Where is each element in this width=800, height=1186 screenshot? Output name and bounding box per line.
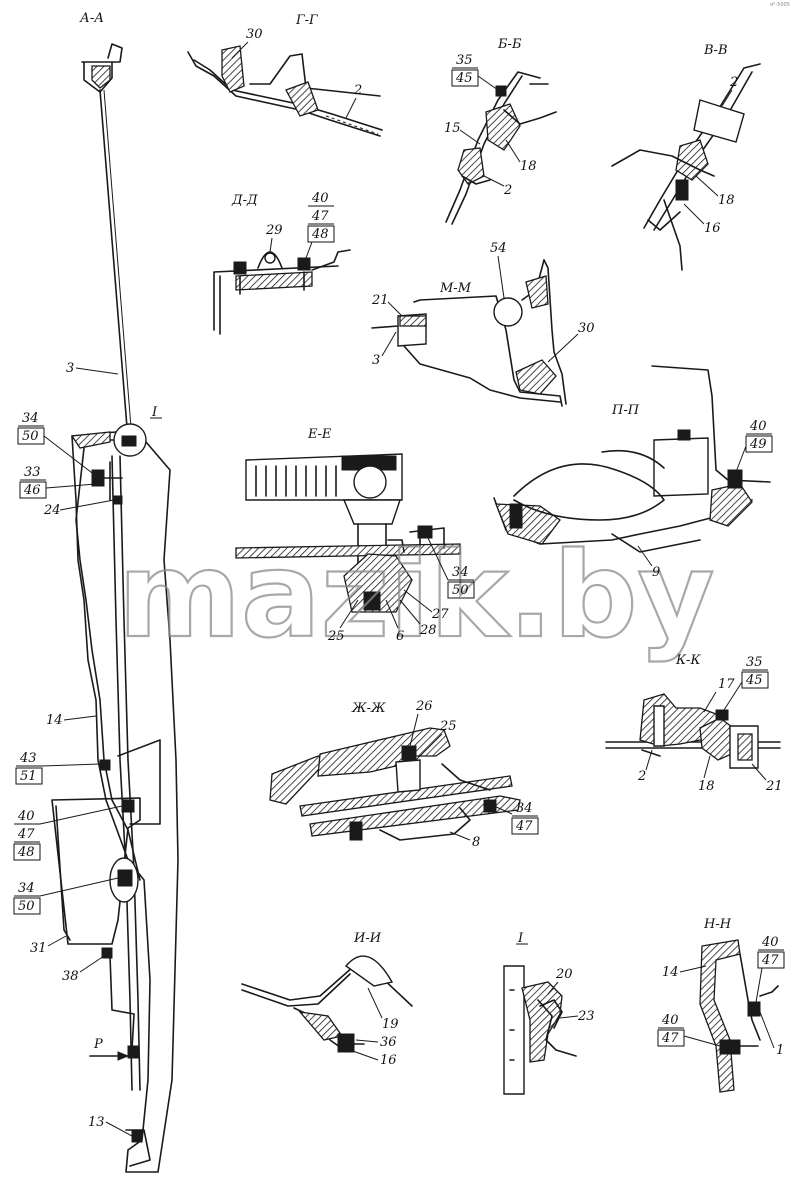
label-part-29: 29 xyxy=(265,223,283,238)
title-zh-zh: Ж-Ж xyxy=(351,701,386,716)
label-part-17: 17 xyxy=(718,677,735,692)
title-p-p: П-П xyxy=(611,403,640,418)
title-m-m: М-М xyxy=(439,281,472,296)
title-a-a: А-А xyxy=(79,11,104,26)
label-part-2: 2 xyxy=(503,183,512,198)
label-part-47: 47 xyxy=(515,819,533,834)
label-part-25: 25 xyxy=(327,629,345,644)
label-part-50: 50 xyxy=(22,429,39,444)
label-part-51: 51 xyxy=(20,769,37,784)
title-d-d: Д-Д xyxy=(231,193,258,208)
label-part-40: 40 xyxy=(761,935,779,950)
section-e-e xyxy=(235,453,461,613)
section-k-k xyxy=(605,693,781,769)
label-part-16: 16 xyxy=(380,1053,397,1068)
label-part-2: 2 xyxy=(353,83,362,98)
label-part-9: 9 xyxy=(652,565,660,580)
label-part-14: 14 xyxy=(46,713,63,728)
label-part-47: 47 xyxy=(761,953,779,968)
label-part-1: 1 xyxy=(776,1043,784,1058)
label-part-46: 46 xyxy=(23,483,41,498)
label-part-18: 18 xyxy=(698,779,715,794)
label-part-3: 3 xyxy=(66,361,74,376)
label-part-28: 28 xyxy=(419,623,437,638)
section-g-g xyxy=(187,45,383,137)
label-part-40: 40 xyxy=(749,419,767,434)
label-part-34: 34 xyxy=(516,801,533,816)
label-part-21: 21 xyxy=(765,779,783,794)
label-part-24: 24 xyxy=(43,503,61,518)
title-k-k: К-К xyxy=(675,653,701,668)
section-i-i xyxy=(241,955,413,1053)
label-part-23: 23 xyxy=(577,1009,595,1024)
label-part-40: 40 xyxy=(17,809,35,824)
section-v-v xyxy=(611,63,761,271)
label-part-15: 15 xyxy=(444,121,461,136)
label-part-45: 45 xyxy=(455,71,473,86)
label-part-30: 30 xyxy=(246,27,263,42)
label-part-19: 19 xyxy=(382,1017,399,1032)
section-a-a xyxy=(51,43,179,1173)
label-part-25: 25 xyxy=(439,719,457,734)
label-part-47: 47 xyxy=(311,209,329,224)
label-part-49: 49 xyxy=(749,437,767,452)
section-m-m xyxy=(371,259,567,407)
title-i-i: И-И xyxy=(353,931,382,946)
label-part-27: 27 xyxy=(431,607,449,622)
label-part-45: 45 xyxy=(745,673,763,688)
watermark: mazik.by xyxy=(118,526,714,664)
rod-3 xyxy=(99,89,129,441)
label-part-36: 36 xyxy=(380,1035,397,1050)
title-n-n: Н-Н xyxy=(703,917,732,932)
title-g-g: Г-Г xyxy=(295,13,318,28)
label-view-p: Р xyxy=(93,1037,103,1052)
label-part-34: 34 xyxy=(18,881,35,896)
label-part-2: 2 xyxy=(729,75,738,90)
section-titles: А-А Г-Г Б-Б В-В Д-Д М-М Е-Е П-П К-К Ж-Ж … xyxy=(79,11,732,1052)
title-e-e: Е-Е xyxy=(307,427,332,442)
label-part-20: 20 xyxy=(555,967,573,982)
label-part-38: 38 xyxy=(62,969,79,984)
label-part-35: 35 xyxy=(456,53,473,68)
label-part-18: 18 xyxy=(718,193,735,208)
label-part-26: 26 xyxy=(415,699,433,714)
label-part-40: 40 xyxy=(661,1013,679,1028)
label-part-16: 16 xyxy=(704,221,721,236)
label-part-31: 31 xyxy=(30,941,47,956)
label-part-47: 47 xyxy=(17,827,35,842)
section-d-d xyxy=(213,249,351,335)
detail-i xyxy=(503,965,577,1095)
section-zh-zh xyxy=(269,727,521,841)
label-part-8: 8 xyxy=(472,835,480,850)
label-part-47: 47 xyxy=(661,1031,679,1046)
corner-mark: я°-5005 xyxy=(770,2,790,8)
label-part-40: 40 xyxy=(311,191,329,206)
label-part-43: 43 xyxy=(19,751,37,766)
label-part-50: 50 xyxy=(18,899,35,914)
label-part-30: 30 xyxy=(578,321,595,336)
label-part-54: 54 xyxy=(490,241,507,256)
label-detail-i-ref: I xyxy=(151,405,158,420)
label-part-34: 34 xyxy=(22,411,39,426)
title-v-v: В-В xyxy=(703,43,728,58)
label-part-48: 48 xyxy=(17,845,35,860)
title-detail-i: I xyxy=(517,931,524,946)
label-part-6: 6 xyxy=(396,629,404,644)
label-part-2: 2 xyxy=(637,769,646,784)
label-part-33: 33 xyxy=(24,465,41,480)
label-part-50: 50 xyxy=(452,583,469,598)
section-b-b xyxy=(445,71,557,225)
label-part-3: 3 xyxy=(372,353,380,368)
label-part-18: 18 xyxy=(520,159,537,174)
part-labels: 30 2 35 45 15 18 2 2 18 16 29 40 47 48 5 xyxy=(13,27,785,1137)
label-part-34: 34 xyxy=(452,565,469,580)
section-p-p xyxy=(493,365,771,553)
label-part-35: 35 xyxy=(746,655,763,670)
label-part-48: 48 xyxy=(311,227,329,242)
label-part-13: 13 xyxy=(88,1115,105,1130)
label-part-14: 14 xyxy=(662,965,679,980)
title-b-b: Б-Б xyxy=(497,37,522,52)
label-part-21: 21 xyxy=(371,293,389,308)
